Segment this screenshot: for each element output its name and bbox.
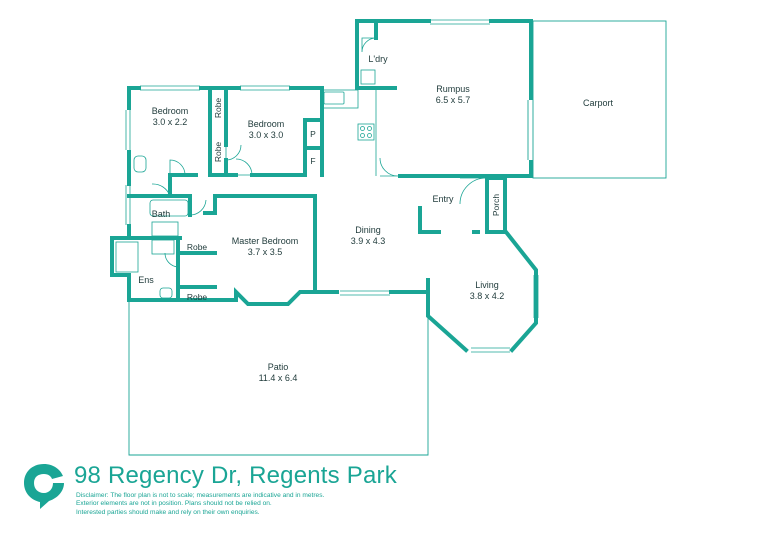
- carport-label: Carport: [583, 98, 614, 108]
- patio-outline: [128, 300, 429, 456]
- living-name: Living: [475, 280, 499, 290]
- entry-label: Entry: [432, 194, 454, 204]
- rumpus-size: 6.5 x 5.7: [436, 95, 471, 105]
- ensuite-label: Ens: [138, 275, 154, 285]
- bench: [321, 89, 359, 109]
- patio-name: Patio: [268, 362, 289, 372]
- door-swings: [151, 37, 487, 268]
- kitchen-sink: [323, 91, 345, 105]
- walls: [110, 19, 538, 353]
- bath-label: Bath: [152, 209, 171, 219]
- dining-name: Dining: [355, 225, 381, 235]
- toilet-1: [133, 155, 147, 173]
- robe4-label: Robe: [187, 292, 208, 302]
- pantry-label: P: [310, 129, 316, 139]
- rumpus-name: Rumpus: [436, 84, 470, 94]
- vanity-1: [151, 221, 179, 237]
- vanity-2: [151, 239, 175, 255]
- shower: [115, 241, 139, 273]
- disclaimer-line: Exterior elements are not in position. P…: [76, 500, 272, 508]
- master-size: 3.7 x 3.5: [248, 247, 283, 257]
- windows: [125, 19, 539, 353]
- porch-label: Porch: [491, 194, 501, 216]
- cooktop: [357, 123, 375, 141]
- bedroom1-size: 3.0 x 2.2: [153, 117, 188, 127]
- patio-size: 11.4 x 6.4: [259, 373, 298, 383]
- property-address: 98 Regency Dr, Regents Park: [74, 462, 397, 489]
- bath-tub: [149, 199, 189, 217]
- laundry-tub: [360, 69, 376, 85]
- bedroom2-name: Bedroom: [248, 119, 285, 129]
- robe3-label: Robe: [187, 242, 208, 252]
- toilet-2: [159, 287, 173, 299]
- fixtures: [115, 69, 377, 299]
- robe1-label: Robe: [213, 98, 223, 119]
- robe2-label: Robe: [213, 142, 223, 163]
- fridge-label: F: [310, 156, 315, 166]
- master-name: Master Bedroom: [232, 236, 299, 246]
- disclaimer-line: Disclaimer: The floor plan is not to sca…: [76, 492, 325, 499]
- room-labels: Bedroom 3.0 x 2.2 Bedroom 3.0 x 3.0 Robe…: [138, 54, 613, 383]
- dining-size: 3.9 x 4.3: [351, 236, 386, 246]
- bedroom2-size: 3.0 x 3.0: [249, 130, 284, 140]
- bedroom1-name: Bedroom: [152, 106, 189, 116]
- living-size: 3.8 x 4.2: [470, 291, 505, 301]
- laundry-label: L'dry: [368, 54, 388, 64]
- disclaimer-line: Interested parties should make and rely …: [76, 508, 260, 516]
- disclaimer: Disclaimer: The floor plan is not to sca…: [76, 492, 406, 517]
- location-pin-logo-icon: [24, 464, 64, 509]
